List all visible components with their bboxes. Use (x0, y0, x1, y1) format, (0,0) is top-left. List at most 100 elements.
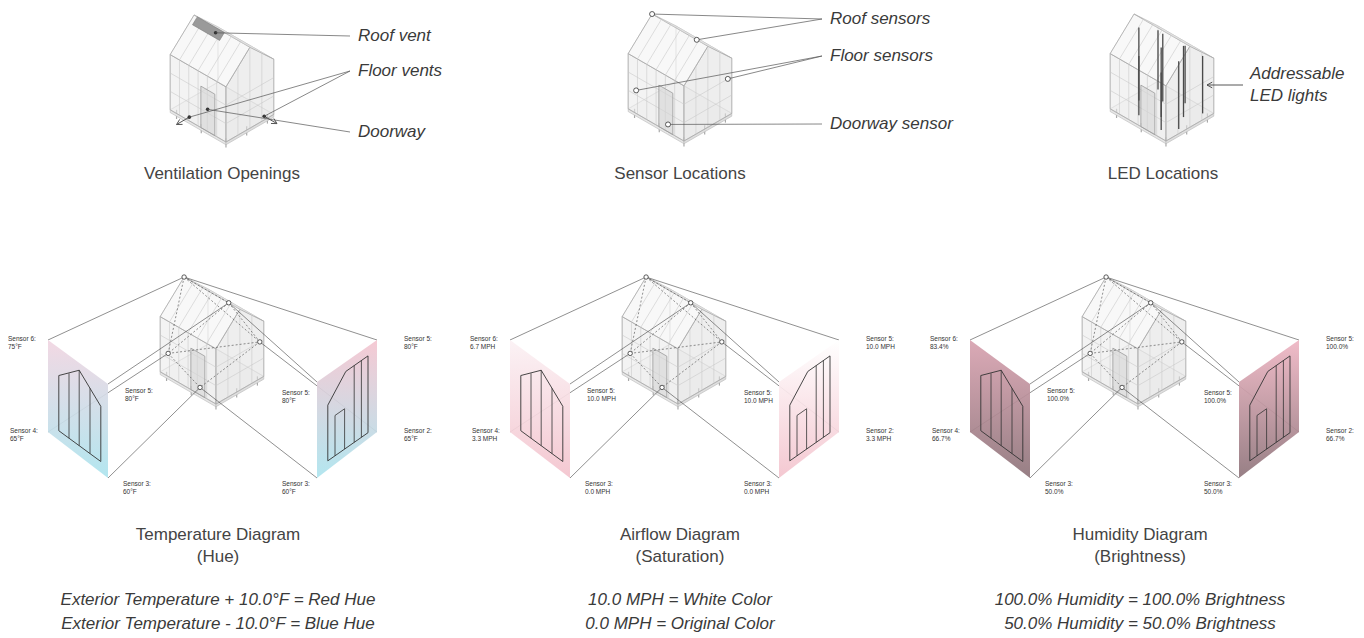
wall-mullion (1110, 333, 1111, 388)
sensor-reading: Sensor 2: 66.7% (1326, 427, 1356, 442)
sensor-reading: Sensor 2: 65°F (404, 427, 434, 442)
diagram-title: Humidity Diagram (Brightness) (1050, 524, 1230, 568)
roof-mullion (231, 37, 255, 49)
roof-mullion (197, 299, 221, 339)
door-profile (335, 409, 345, 456)
leader-line (636, 56, 822, 90)
projection-line (1151, 303, 1239, 382)
led-strip (1162, 34, 1163, 102)
wall-mullion (1100, 327, 1101, 382)
projection-line (1030, 303, 1151, 384)
sensor-reading: Sensor 4: 65°F (10, 427, 40, 442)
callout-label: Addressable LED lights (1250, 63, 1360, 107)
wall-mullion (1173, 315, 1174, 383)
sensor-reading: Sensor 4: 3.3 MPH (472, 427, 502, 442)
roof-mullion (659, 299, 683, 339)
projection-line (691, 303, 779, 382)
wall-mullion (1149, 329, 1150, 397)
wall-mullion (689, 329, 690, 397)
wall-profile-mullion (552, 388, 553, 453)
sensor-dot (634, 88, 639, 93)
projection-line (1106, 277, 1299, 340)
projection-line (662, 387, 779, 478)
sensor-reading: Sensor 5: 100.0% (1047, 387, 1077, 402)
wall-profile (521, 370, 563, 461)
wall-mullion (1119, 59, 1120, 114)
wall-transom (628, 90, 684, 122)
wall-transom (160, 353, 216, 385)
sensor-reading: Sensor 5: 10.0 MPH (744, 389, 775, 404)
wall-mullion (1161, 309, 1162, 390)
wall-profile-mullion (816, 366, 817, 443)
sensor-dot (166, 351, 170, 355)
roof-mullion (641, 288, 665, 328)
wall-mullion (701, 309, 702, 390)
mapping-note: 10.0 MPH = White Color (460, 589, 900, 611)
sensor-reading: Sensor 3: 50.0% (1204, 480, 1234, 495)
projection-line (1030, 387, 1122, 478)
wall-mullion (719, 52, 720, 120)
sensor-reading: Sensor 3: 0.0 MPH (585, 480, 615, 495)
doorway-opening (653, 348, 667, 397)
ventilation-drawing (170, 15, 350, 147)
sensor-link (1106, 277, 1151, 303)
wall-mullion (674, 80, 675, 135)
door-profile (797, 409, 807, 456)
roof-mullion (1143, 299, 1167, 311)
roof-mullion (689, 36, 713, 48)
doorway-opening (201, 86, 215, 135)
sensor-link (646, 277, 691, 303)
sensor-dot (720, 340, 724, 344)
sensor-dot (650, 12, 655, 17)
callout-label: Floor vents (358, 60, 442, 82)
sensor-reading: Sensor 6: 75°F (8, 335, 38, 350)
sensor-reading: Sensor 5: 80°F (125, 387, 155, 402)
bottom-row (48, 275, 1299, 478)
sensor-dot (694, 37, 699, 42)
wall-mullion (227, 329, 228, 397)
roof-mullion (241, 42, 265, 54)
led-strip (1183, 46, 1184, 117)
leader-line (264, 71, 350, 116)
projection-line (108, 303, 229, 384)
diagram-title: Airflow Diagram (Saturation) (590, 524, 770, 568)
sensor-link (1090, 353, 1122, 387)
arrow-head (177, 119, 183, 124)
sensor-dot (628, 351, 632, 355)
roof-mullion (1119, 19, 1143, 59)
sensor-reading: Sensor 5: 80°F (282, 389, 312, 404)
sensor-dot (666, 122, 671, 127)
wall-mullion (188, 65, 189, 120)
view-caption: LED Locations (1013, 163, 1313, 185)
wall-profile-mullion (90, 388, 91, 453)
roof-mullion (637, 19, 661, 59)
roof-vent (192, 17, 224, 41)
wall-profile-mullion (1012, 388, 1013, 453)
leader-arrow (1207, 85, 1243, 86)
mapping-note: Exterior Temperature - 10.0°F = Blue Hue (0, 613, 438, 635)
roof-mullion (207, 37, 231, 77)
sensor-link (1090, 342, 1182, 354)
roof-mullion (1143, 19, 1167, 31)
sensor-link (168, 353, 200, 387)
sensor-link (200, 342, 260, 388)
sensor-link (691, 303, 722, 342)
roof-mullion (1147, 36, 1171, 76)
roof-mullion (1101, 288, 1125, 328)
sensor-link (646, 277, 722, 342)
projection-line (510, 277, 646, 340)
wall-mullion (656, 70, 657, 125)
wall-profile (981, 370, 1023, 461)
top-row (170, 12, 1243, 148)
led-strip (1161, 72, 1162, 129)
wall-profile (59, 370, 101, 461)
wall-mullion (198, 71, 199, 126)
wall-mullion (237, 67, 238, 135)
gradient-panel (48, 340, 108, 478)
sensor-link (184, 277, 229, 303)
gradient-panel (970, 340, 1030, 478)
roof-mullion (221, 299, 245, 311)
wall-mullion (188, 333, 189, 388)
wall-mullion (1128, 343, 1129, 398)
sensor-link (229, 303, 260, 342)
